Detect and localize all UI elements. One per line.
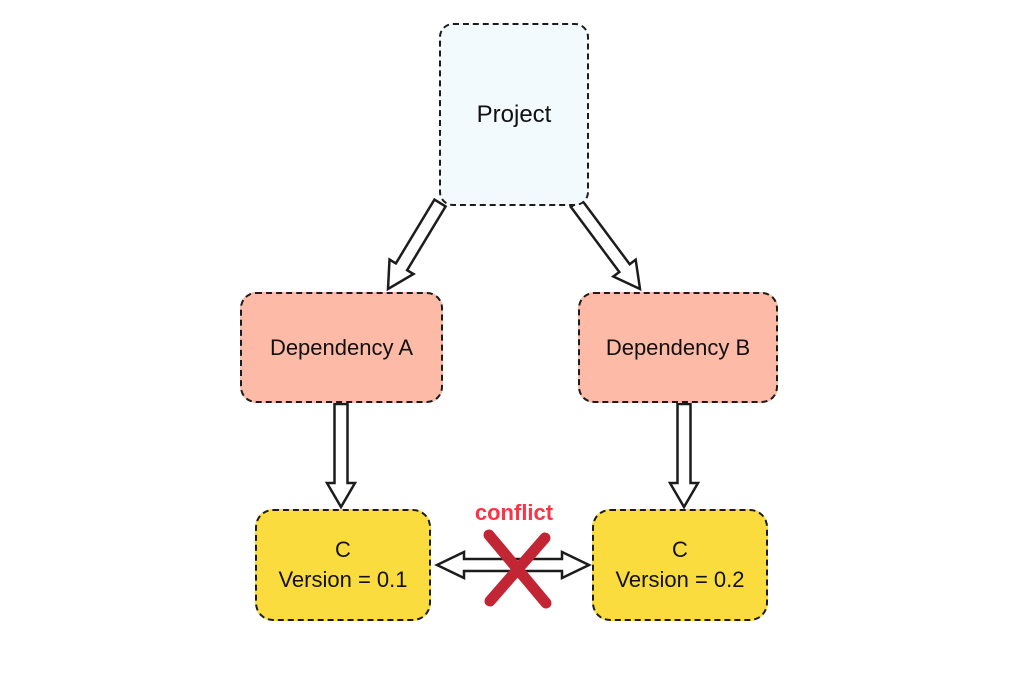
arrow-project-to-dependency-a xyxy=(386,197,448,292)
conflict-label: conflict xyxy=(474,500,554,525)
node-c-version-0-1: C Version = 0.1 xyxy=(255,509,431,621)
node-dependency-a-label: Dependency A xyxy=(269,334,414,360)
node-c2-title: C xyxy=(672,537,688,562)
node-c-version-0-2: C Version = 0.2 xyxy=(592,509,768,621)
node-dependency-b-label: Dependency B xyxy=(605,334,751,360)
conflict-x-icon xyxy=(483,529,552,609)
node-project: Project xyxy=(439,23,589,206)
arrow-project-to-dependency-b xyxy=(569,197,642,292)
node-c1-version: Version = 0.1 xyxy=(278,567,408,592)
node-c1-title: C xyxy=(335,537,351,562)
node-dependency-a: Dependency A xyxy=(240,292,443,403)
arrow-dependency-a-to-c1 xyxy=(324,402,358,510)
node-c2-version: Version = 0.2 xyxy=(615,567,745,592)
node-dependency-b: Dependency B xyxy=(578,292,778,403)
arrow-dependency-b-to-c2 xyxy=(667,402,701,510)
node-project-label: Project xyxy=(476,100,552,128)
